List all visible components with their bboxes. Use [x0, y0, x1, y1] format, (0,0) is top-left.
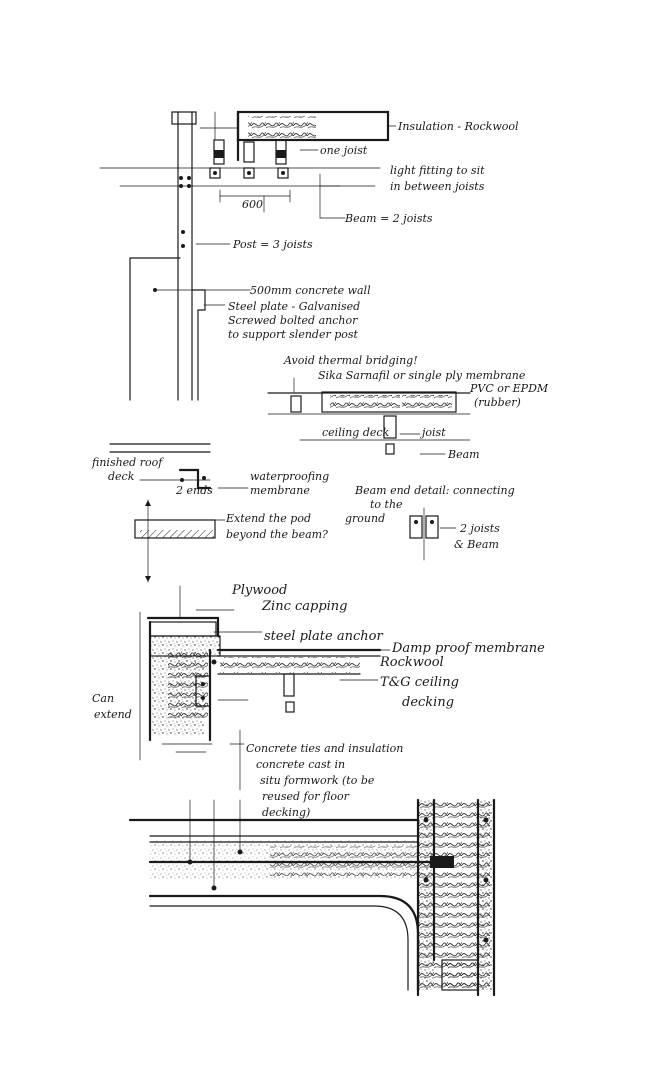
label-sika-membrane-3: (rubber)	[474, 396, 521, 409]
label-concrete-wall: 500mm concrete wall	[250, 284, 371, 297]
label-insulation-rockwool: Insulation - Rockwool	[397, 120, 519, 133]
label-two-ends: 2 ends	[175, 484, 213, 497]
label-one-joist: one joist	[320, 144, 368, 157]
label-beam-end-3: ground	[345, 512, 385, 525]
label-and-beam: & Beam	[454, 538, 499, 551]
label-can: Can	[92, 692, 114, 705]
label-ceiling-deck: ceiling deck	[322, 426, 390, 439]
label-sika-membrane-1: Sika Sarnafil or single ply membrane	[318, 369, 526, 382]
label-zinc-capping: Zinc capping	[261, 599, 348, 614]
label-concrete-ties-4: reused for floor	[262, 790, 350, 803]
label-membrane: membrane	[250, 484, 310, 497]
label-light-fitting-1: light fitting to sit	[390, 164, 485, 177]
label-rockwool: Rockwool	[379, 655, 444, 670]
label-damp-proof: Damp proof membrane	[391, 641, 545, 656]
label-steel-plate-3: to support slender post	[228, 328, 359, 341]
post-beam-detail	[99, 110, 397, 401]
label-extend-1: Extend the pod	[225, 512, 311, 525]
label-light-fitting-2: in between joists	[390, 180, 485, 193]
parapet-detail	[139, 585, 391, 791]
label-steel-plate-2: Screwed bolted anchor	[228, 314, 358, 327]
label-tg-ceiling-1: T&G ceiling	[380, 675, 459, 690]
beam-end-detail	[409, 507, 457, 561]
label-beam-end-1: Beam end detail: connecting	[354, 484, 515, 497]
label-deck: deck	[108, 470, 135, 483]
label-concrete-ties-5: decking)	[262, 806, 310, 819]
label-extend: extend	[94, 708, 132, 721]
label-concrete-ties-1: Concrete ties and insulation	[246, 742, 403, 755]
label-finished-roof: finished roof	[91, 456, 164, 469]
label-beam-1: Beam	[447, 448, 480, 461]
label-avoid-thermal: Avoid thermal bridging!	[283, 354, 418, 367]
label-sika-membrane-2: PVC or EPDM	[469, 382, 549, 395]
floor-wall-junction	[128, 798, 496, 997]
label-concrete-ties-3: situ formwork (to be	[260, 774, 375, 787]
label-concrete-ties-2: concrete cast in	[256, 758, 345, 771]
label-beam-2-joists: Beam = 2 joists	[344, 212, 433, 225]
label-two-joists: 2 joists	[459, 522, 500, 535]
label-steel-plate-1: Steel plate - Galvanised	[228, 300, 360, 313]
label-spacing-600: 600	[242, 198, 263, 211]
label-waterproofing: waterproofing	[250, 470, 329, 483]
label-joist: joist	[419, 426, 446, 439]
roof-membrane-detail	[267, 377, 471, 455]
label-beam-end-2: to the	[370, 498, 403, 511]
label-steel-plate-anchor: steel plate anchor	[264, 629, 383, 644]
label-plywood: Plywood	[231, 583, 287, 598]
label-extend-2: beyond the beam?	[226, 528, 328, 541]
label-post-3-joists: Post = 3 joists	[232, 238, 313, 251]
label-tg-ceiling-2: decking	[402, 695, 454, 710]
finished-deck-detail	[109, 443, 249, 583]
